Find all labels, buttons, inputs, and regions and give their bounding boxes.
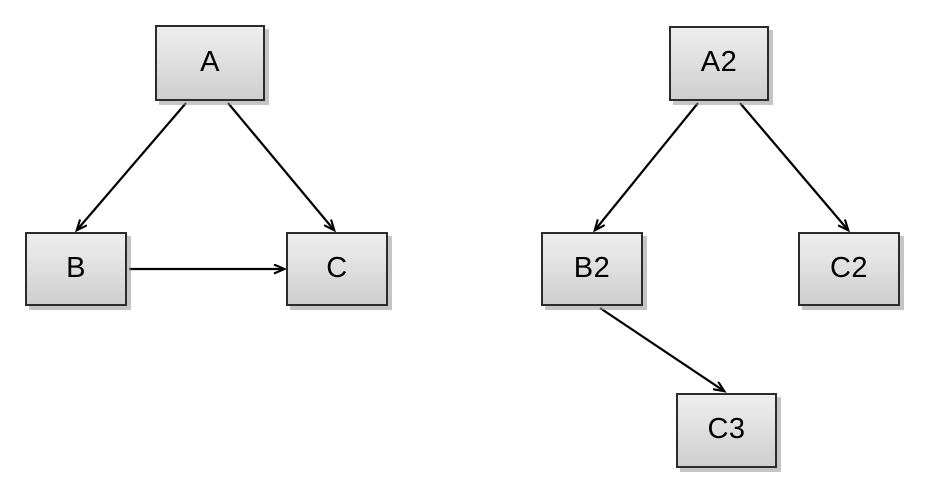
edge-b2-to-c3	[599, 307, 724, 391]
node-a[interactable]: A	[155, 25, 265, 101]
edge-a-to-b	[77, 102, 187, 230]
node-a2[interactable]: A2	[669, 26, 769, 101]
node-label-a: A	[200, 45, 220, 78]
node-c2[interactable]: C2	[798, 232, 900, 306]
edge-a2-to-c2	[739, 102, 848, 230]
node-label-a2: A2	[700, 46, 738, 78]
edges-group	[77, 102, 848, 391]
node-label-b2: B2	[573, 251, 611, 284]
node-label-c2: C2	[829, 251, 869, 284]
edge-a-to-c	[227, 102, 334, 230]
node-b2[interactable]: B2	[541, 232, 643, 306]
edge-a2-to-b2	[595, 102, 699, 230]
node-label-c3: C3	[707, 413, 746, 445]
node-c[interactable]: C	[286, 232, 388, 306]
node-b[interactable]: B	[25, 232, 127, 306]
node-label-b: B	[66, 251, 86, 284]
node-c3[interactable]: C3	[676, 393, 777, 468]
node-label-c: C	[326, 251, 348, 284]
